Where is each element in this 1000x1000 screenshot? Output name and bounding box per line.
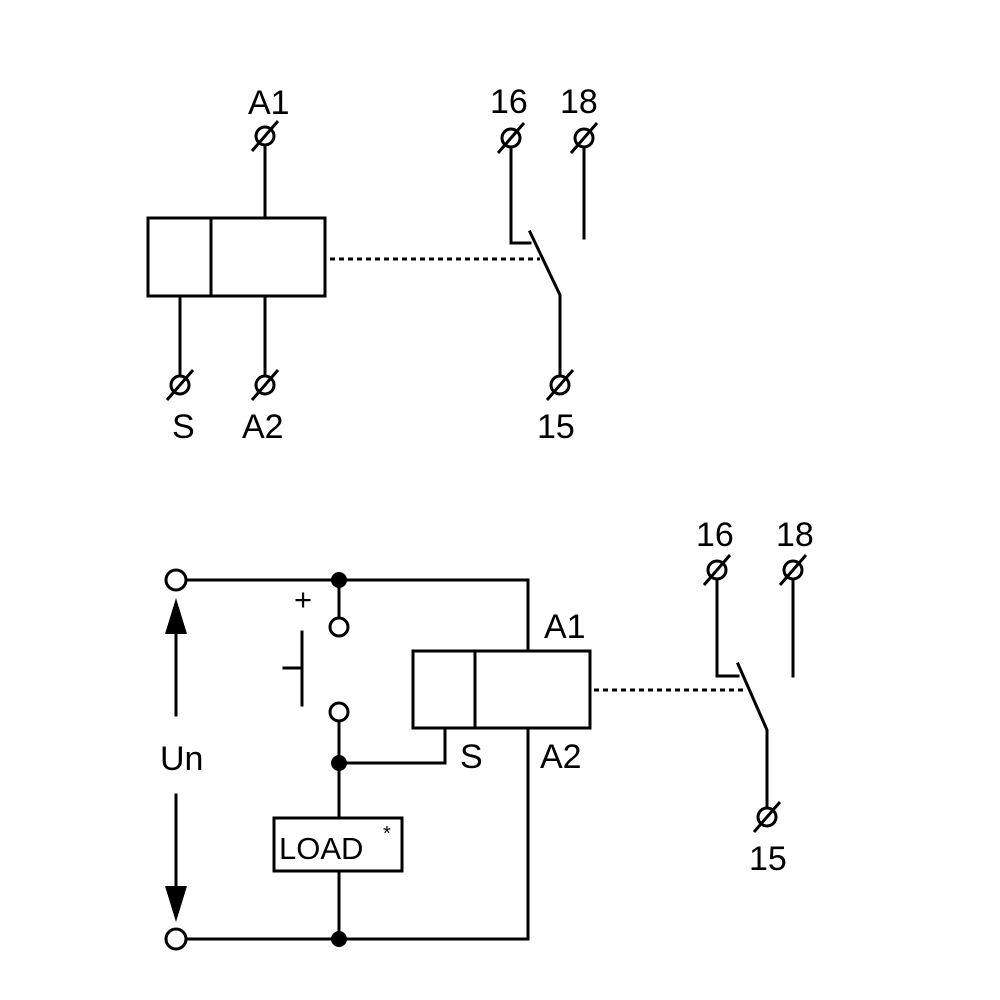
top-a2-terminal-icon [250,369,280,401]
top-diagram: A1 S A2 16 18 15 [146,83,599,446]
bottom-load-label: LOAD [279,831,363,866]
bottom-15-terminal-icon [752,801,782,833]
top-switch-arm [528,230,562,387]
top-15-label: 15 [537,408,575,446]
top-15-terminal-icon [545,369,575,401]
bottom-s-label: S [460,738,483,776]
bottom-relay-body [411,649,592,730]
bottom-plus-label: + [294,582,312,617]
top-s-terminal-icon [165,369,195,401]
top-a1-label: A1 [248,84,290,122]
bottom-supply-terminal-bottom [164,927,188,951]
top-16-terminal-icon [496,122,526,154]
bottom-un-arrowhead-up-icon [165,598,187,634]
bottom-load-footnote: * [383,823,391,845]
bottom-18-label: 18 [776,516,814,554]
bottom-s-wire [337,726,447,765]
bottom-nc-contact-wire [715,577,740,678]
bottom-18-terminal-icon [778,554,808,586]
bottom-node-middle [331,755,347,771]
bottom-a2-label: A2 [540,738,582,776]
top-s-label: S [172,408,195,446]
bottom-un-arrowhead-down-icon [165,886,187,922]
top-nc-contact-wire [509,145,532,245]
bottom-16-label: 16 [696,516,734,554]
top-18-label: 18 [560,83,598,121]
top-relay-body [146,216,327,298]
bottom-button-terminal-top [328,616,350,638]
bottom-un-label: Un [160,740,203,778]
bottom-button-terminal-bottom [328,701,350,723]
bottom-a1-label: A1 [544,608,586,646]
bottom-diagram: Un + LOAD * A1 S A2 16 [160,516,814,951]
top-a1-terminal-icon [250,120,280,152]
bottom-load-box [272,816,404,873]
top-a2-label: A2 [242,408,284,446]
bottom-node-bottom [331,931,347,947]
bottom-node-top [331,572,347,588]
bottom-switch-arm [736,662,769,819]
top-16-label: 16 [490,83,528,121]
bottom-supply-terminal-top [164,568,188,592]
bottom-15-label: 15 [749,840,787,878]
